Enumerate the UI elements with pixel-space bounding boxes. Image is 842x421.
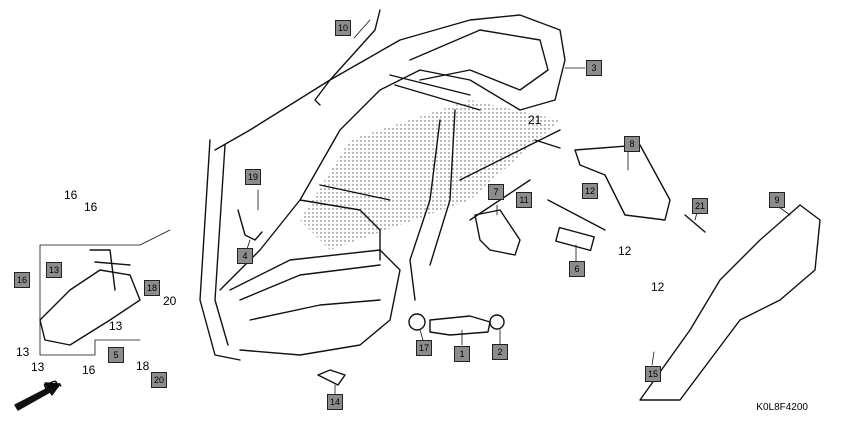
callout-13-plain-b: 13	[16, 345, 30, 359]
callout-11: 11	[516, 192, 532, 208]
callout-8: 8	[624, 136, 640, 152]
bolt-21	[534, 139, 706, 233]
callout-7: 7	[488, 184, 504, 200]
callout-5: 5	[108, 347, 124, 363]
callout-20-boxed: 20	[151, 372, 167, 388]
callout-4: 4	[237, 248, 253, 264]
callout-9: 9	[769, 192, 785, 208]
diagram-code: K0L8F4200	[756, 402, 808, 413]
callout-13-boxed: 13	[46, 262, 62, 278]
bolt-11	[547, 199, 606, 231]
front-arrow	[14, 382, 61, 411]
callout-20-plain: 20	[163, 294, 177, 308]
harness-bracket	[237, 209, 263, 241]
callout-16-plain-a: 16	[64, 188, 78, 202]
callout-6: 6	[569, 261, 585, 277]
callout-16-plain-b: 16	[84, 200, 98, 214]
engine-hanger-bracket	[574, 144, 671, 221]
callout-13-plain-a: 13	[109, 319, 123, 333]
callout-19: 19	[245, 169, 261, 185]
callout-12-plain-b: 12	[651, 280, 665, 294]
callout-17: 17	[416, 340, 432, 356]
callout-16-plain-c: 16	[82, 363, 96, 377]
callout-12-boxed: 12	[582, 183, 598, 199]
callout-12-plain-a: 12	[618, 244, 632, 258]
callout-2: 2	[492, 344, 508, 360]
rod-part	[314, 9, 381, 106]
callout-1: 1	[454, 346, 470, 362]
clip-part	[317, 369, 346, 386]
callout-16-boxed: 16	[14, 272, 30, 288]
callout-10: 10	[335, 20, 351, 36]
air-boot	[429, 315, 491, 336]
under-cover	[639, 204, 821, 401]
callout-18-boxed: 18	[144, 280, 160, 296]
callout-14: 14	[327, 394, 343, 410]
floor-panel-shading	[300, 100, 560, 250]
callout-3: 3	[586, 60, 602, 76]
protector-part	[474, 209, 521, 256]
front-downtube	[199, 139, 241, 361]
callout-15: 15	[645, 366, 661, 382]
callout-21-plain: 21	[528, 113, 542, 127]
callout-18-plain: 18	[136, 359, 150, 373]
lower-frame-rail	[229, 249, 401, 356]
callout-21-boxed: 21	[692, 198, 708, 214]
callout-13-plain-c: 13	[31, 360, 45, 374]
stand-bracket	[39, 269, 141, 346]
main-frame-upper	[214, 14, 566, 291]
rubber-part	[555, 226, 595, 252]
